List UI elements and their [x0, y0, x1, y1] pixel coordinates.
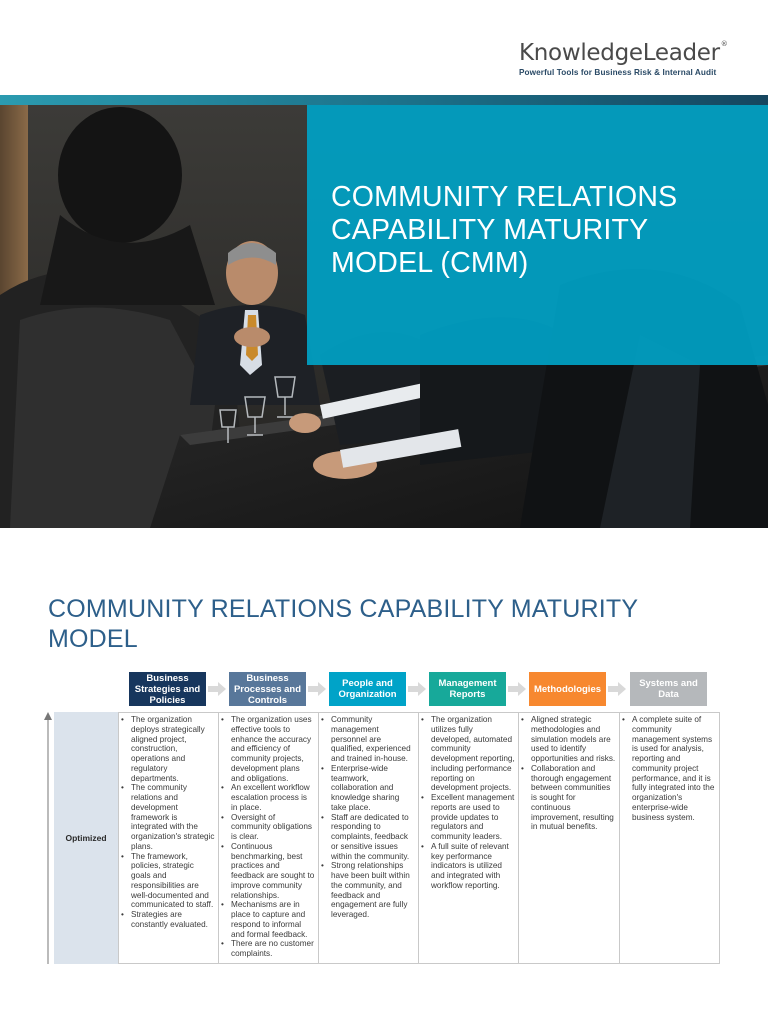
cell-methodologies: Aligned strategic methodologies and simu… [519, 712, 620, 964]
category-people-organization: People and Organization [329, 672, 406, 706]
cell-people-organization: Community management personnel are quali… [319, 712, 419, 964]
brand-wordmark: KnowledgeLeader® [519, 30, 728, 67]
bullet-item: The community relations and development … [121, 783, 215, 851]
bullet-item: A complete suite of community management… [622, 715, 716, 822]
brand-name: KnowledgeLeader [519, 40, 720, 66]
bullet-item: Strong relationships have been built wit… [321, 861, 415, 920]
arrow-right-icon [508, 682, 526, 696]
bullet-item: The framework, policies, strategic goals… [121, 852, 215, 911]
bullet-item: The organization deploys strategically a… [121, 715, 215, 783]
hero-photo: COMMUNITY RELATIONS CAPABILITY MATURITY … [0, 105, 768, 528]
arrow-right-icon [208, 682, 226, 696]
bullet-item: Mechanisms are in place to capture and r… [221, 900, 315, 939]
bullet-item: Strategies are constantly evaluated. [121, 910, 215, 930]
cell-systems-data: A complete suite of community management… [620, 712, 720, 964]
category-business-processes: Business Processes and Controls [229, 672, 306, 706]
category-methodologies: Methodologies [529, 672, 606, 706]
bullet-item: The organization utilizes fully develope… [421, 715, 515, 793]
cell-business-strategies: The organization deploys strategically a… [118, 712, 219, 964]
header-stripe [0, 95, 768, 105]
bullet-item: There are no customer complaints. [221, 939, 315, 959]
registered-mark: ® [720, 40, 728, 48]
row-label-optimized: Optimized [54, 712, 118, 964]
cell-business-processes: The organization uses effective tools to… [219, 712, 319, 964]
bullet-item: Enterprise-wide teamwork, collaboration … [321, 764, 415, 813]
bullet-item: Community management personnel are quali… [321, 715, 415, 764]
brand-tagline: Powerful Tools for Business Risk & Inter… [519, 68, 717, 77]
brand-logo: KnowledgeLeader® Powerful Tools for Busi… [519, 30, 728, 77]
hero-title-panel: COMMUNITY RELATIONS CAPABILITY MATURITY … [307, 105, 768, 365]
bullet-item: The organization uses effective tools to… [221, 715, 315, 783]
document-title: COMMUNITY RELATIONS CAPABILITY MATURITY … [331, 181, 678, 279]
cell-management-reports: The organization utilizes fully develope… [419, 712, 519, 964]
category-management-reports: Management Reports [429, 672, 506, 706]
bullet-item: Excellent management reports are used to… [421, 793, 515, 842]
arrow-right-icon [308, 682, 326, 696]
arrow-right-icon [608, 682, 626, 696]
maturity-axis-arrow-icon [44, 712, 52, 964]
bullet-item: Continuous benchmarking, best practices … [221, 842, 315, 901]
bullet-item: Aligned strategic methodologies and simu… [521, 715, 616, 764]
bullet-item: An excellent workflow escalation process… [221, 783, 315, 812]
bullet-item: A full suite of relevant key performance… [421, 842, 515, 891]
bullet-item: Collaboration and thorough engagement be… [521, 764, 616, 832]
category-business-strategies: Business Strategies and Policies [129, 672, 206, 706]
bullet-item: Oversight of community obligations is cl… [221, 813, 315, 842]
arrow-right-icon [408, 682, 426, 696]
section-heading: COMMUNITY RELATIONS CAPABILITY MATURITY … [48, 595, 638, 653]
bullet-item: Staff are dedicated to responding to com… [321, 813, 415, 862]
category-systems-data: Systems and Data [630, 672, 707, 706]
